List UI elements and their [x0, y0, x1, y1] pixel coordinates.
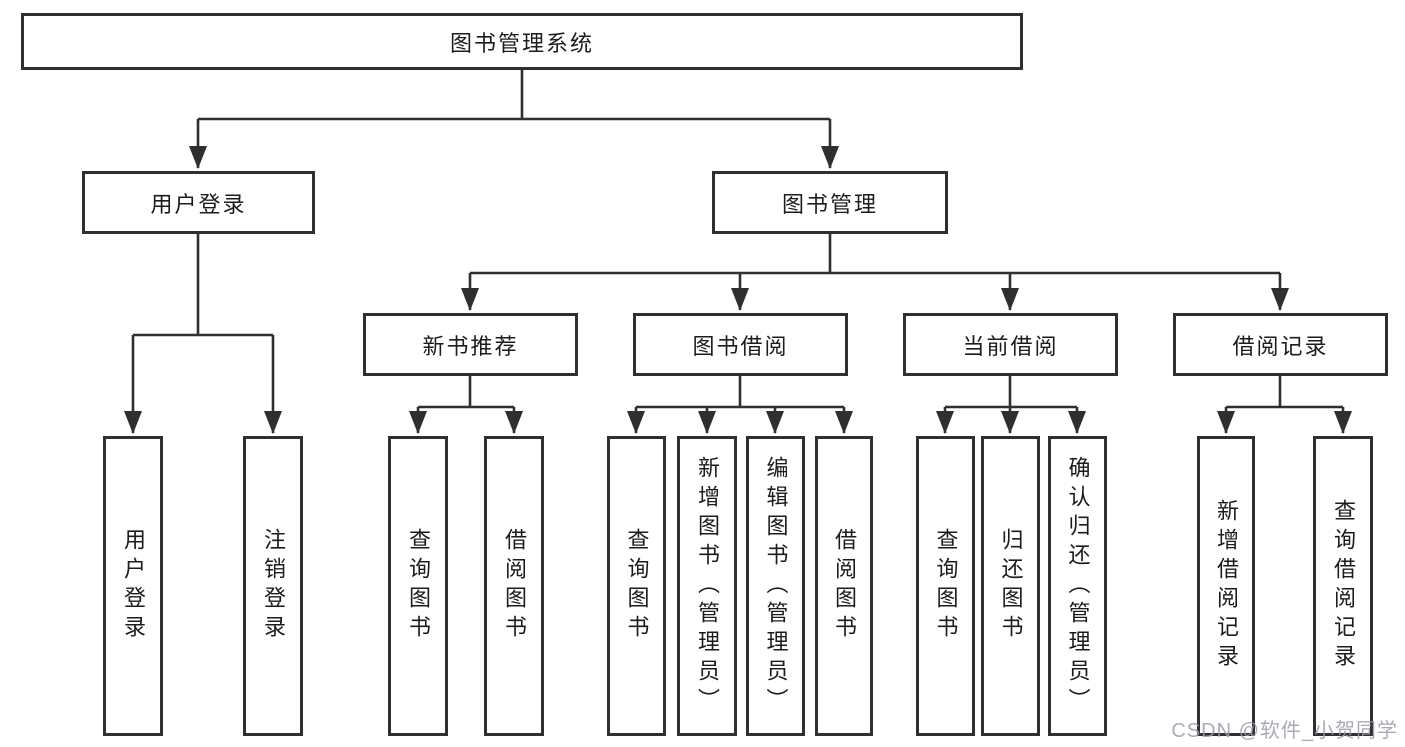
node-user-login: 用户登录 [82, 171, 315, 234]
leaf-user-login: 用户登录 [103, 436, 163, 736]
leaf-record-add-borrow-record: 新增借阅记录 [1197, 436, 1255, 736]
connector-book-mgmt-trunk [470, 234, 1280, 275]
node-book-mgmt: 图书管理 [712, 171, 948, 234]
connector-current-trunk [945, 376, 1077, 409]
leaf-borrow-edit-books-admin-label: 编辑图书（管理员） [763, 455, 789, 717]
leaf-borrow-query-books: 查询图书 [607, 436, 666, 736]
node-root-label: 图书管理系统 [449, 30, 594, 56]
node-book-mgmt-label: 图书管理 [781, 191, 878, 217]
node-borrow-record: 借阅记录 [1173, 313, 1388, 376]
node-book-borrow-label: 图书借阅 [692, 333, 789, 359]
connector-borrow-trunk [636, 376, 844, 409]
connector-root-trunk [198, 70, 830, 121]
leaf-record-query-borrow-record: 查询借阅记录 [1313, 436, 1373, 736]
leaf-newbook-borrow-books-label: 借阅图书 [502, 528, 527, 644]
leaf-current-query-books-label: 查询图书 [933, 528, 959, 644]
connector-user-login-trunk [133, 234, 273, 337]
leaf-borrow-edit-books-admin: 编辑图书（管理员） [746, 436, 805, 736]
node-book-borrow: 图书借阅 [633, 313, 848, 376]
leaf-user-login-label: 用户登录 [121, 528, 146, 644]
node-new-book-recommend-label: 新书推荐 [422, 333, 519, 359]
leaf-current-return-books-label: 归还图书 [998, 528, 1024, 644]
node-borrow-record-label: 借阅记录 [1232, 333, 1329, 359]
leaf-logout: 注销登录 [243, 436, 303, 736]
watermark: CSDN @软件_小贺同学 [1171, 720, 1398, 742]
leaf-borrow-borrow-books-label: 借阅图书 [832, 528, 857, 644]
connector-record-trunk [1226, 376, 1343, 409]
leaf-current-confirm-return-admin: 确认归还（管理员） [1048, 436, 1107, 736]
leaf-borrow-borrow-books: 借阅图书 [815, 436, 873, 736]
connector-new-book-trunk [418, 376, 514, 409]
leaf-borrow-query-books-label: 查询图书 [624, 528, 650, 644]
leaf-newbook-query-books-label: 查询图书 [406, 528, 431, 644]
leaf-current-confirm-return-admin-label: 确认归还（管理员） [1065, 455, 1091, 717]
leaf-newbook-query-books: 查询图书 [388, 436, 448, 736]
node-current-borrow: 当前借阅 [903, 313, 1118, 376]
leaf-borrow-add-books-admin: 新增图书（管理员） [677, 436, 737, 736]
leaf-current-query-books: 查询图书 [916, 436, 975, 736]
node-root: 图书管理系统 [21, 13, 1023, 70]
leaf-newbook-borrow-books: 借阅图书 [484, 436, 544, 736]
node-user-login-label: 用户登录 [150, 191, 247, 217]
leaf-logout-label: 注销登录 [261, 528, 286, 644]
leaf-borrow-add-books-admin-label: 新增图书（管理员） [695, 455, 720, 717]
leaf-record-add-borrow-record-label: 新增借阅记录 [1214, 499, 1239, 673]
leaf-current-return-books: 归还图书 [981, 436, 1040, 736]
leaf-record-query-borrow-record-label: 查询借阅记录 [1331, 499, 1356, 673]
node-current-borrow-label: 当前借阅 [962, 333, 1059, 359]
node-new-book-recommend: 新书推荐 [363, 313, 578, 376]
